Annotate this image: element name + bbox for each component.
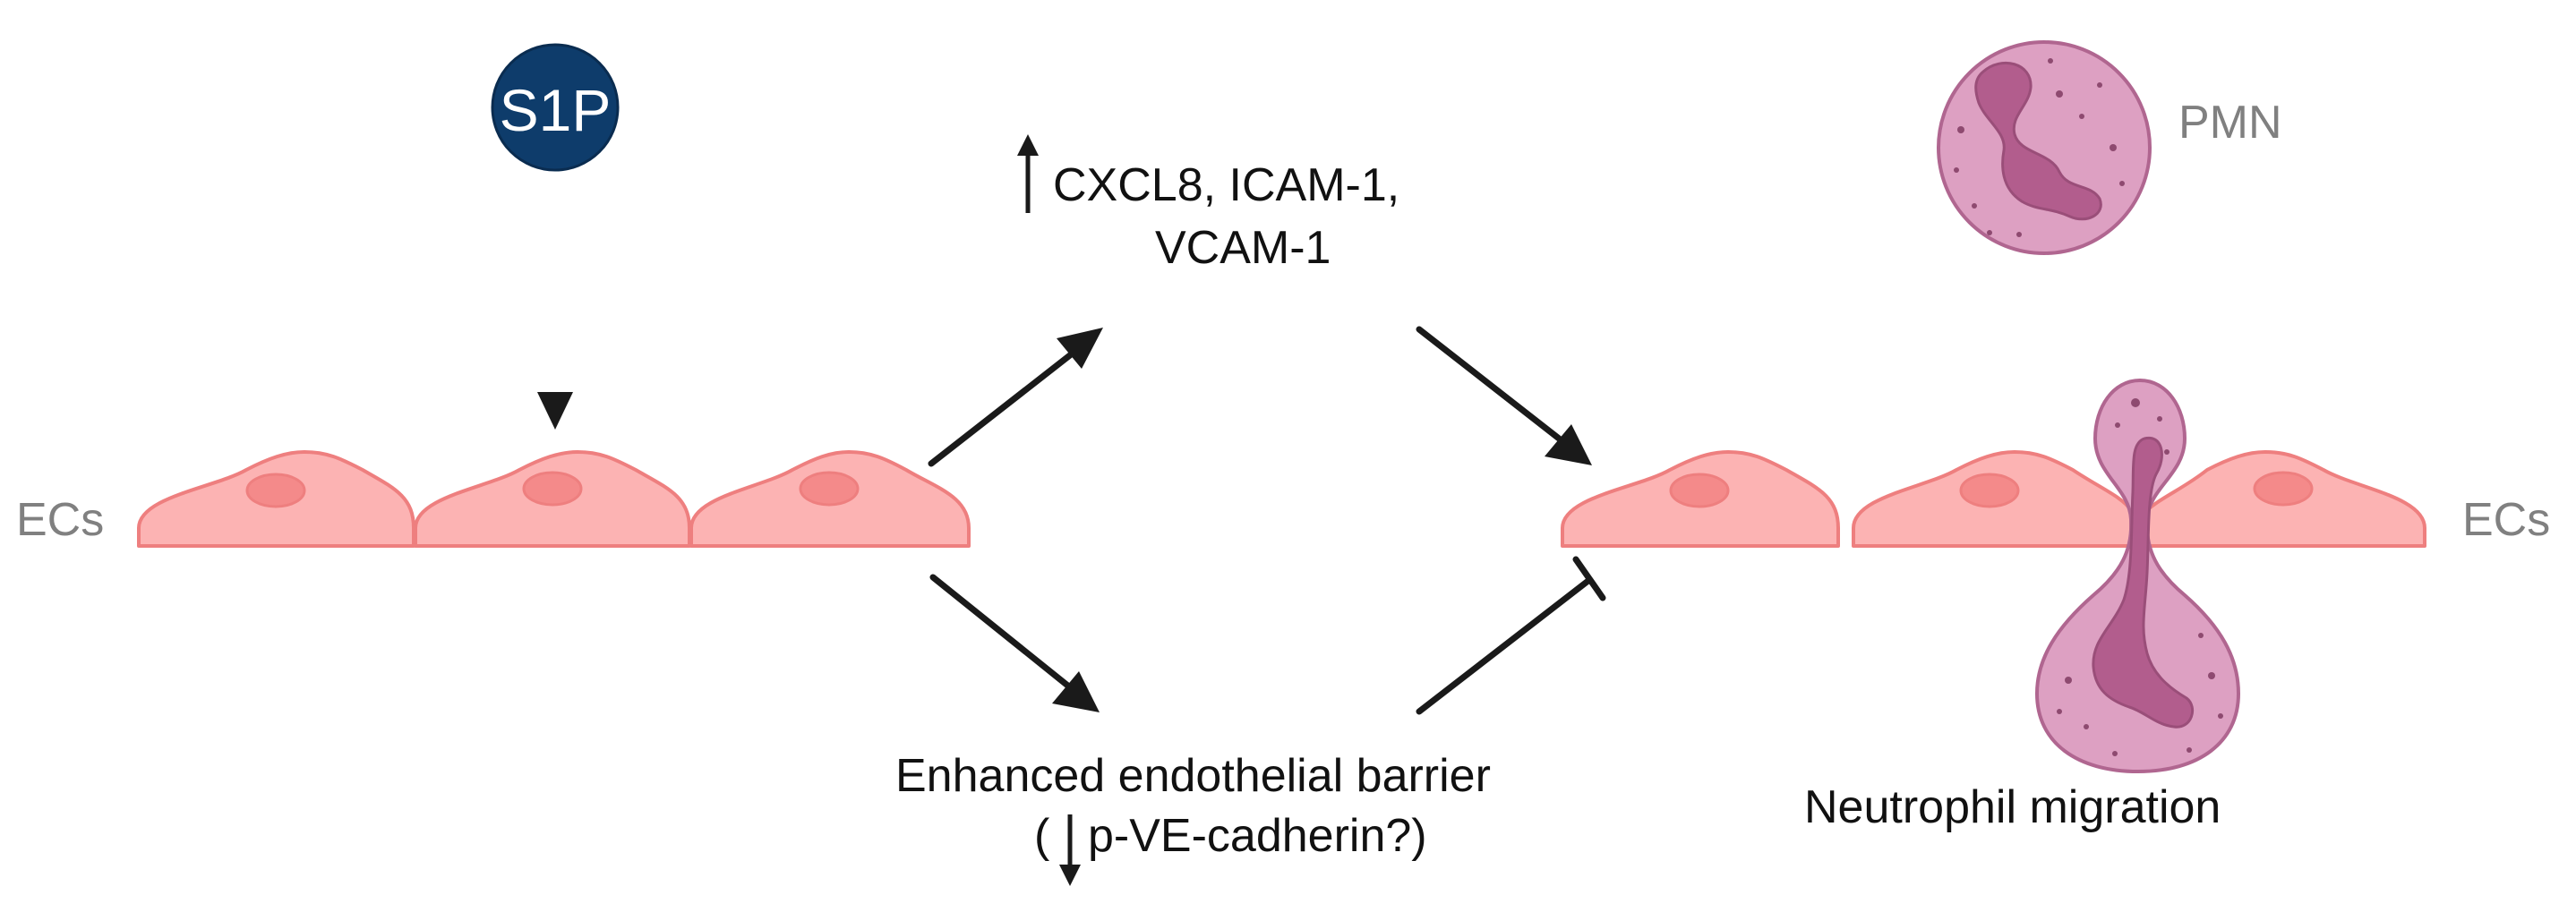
cell-nucleus <box>522 471 583 507</box>
up-arrow-icon <box>1017 134 1039 213</box>
barrier-label-line1: Enhanced endothelial barrier <box>895 750 1491 802</box>
pmn-nucleus <box>1974 61 2102 221</box>
upregulated-markers-line2: VCAM-1 <box>1155 222 1331 274</box>
cell-nucleus <box>245 473 306 508</box>
pmn-label: PMN <box>2178 97 2282 149</box>
pmn-granules <box>1954 58 2125 237</box>
s1p-label: S1P <box>499 77 612 143</box>
cell-nucleus <box>1669 473 1730 508</box>
right-endothelial-cells <box>1561 450 2426 548</box>
ecs-left-label: ECs <box>16 494 105 546</box>
migrating-neutrophil-nucleus <box>2092 436 2195 729</box>
barrier-label-line2: p-VE-cadherin?) <box>1088 810 1427 862</box>
cell-nucleus <box>1959 473 2020 508</box>
cell-nucleus <box>799 471 860 507</box>
pmn-body <box>1937 40 2152 255</box>
cell-nucleus <box>2253 471 2314 507</box>
down-arrow-icon <box>1059 814 1081 886</box>
upregulated-markers-line1: CXCL8, ICAM-1, <box>1053 159 1400 211</box>
s1p-circle <box>491 43 620 172</box>
barrier-paren-open: ( <box>1034 810 1050 862</box>
s1p-arrow <box>537 219 573 430</box>
arrow-to-upregulation <box>928 328 1103 467</box>
granules <box>2057 398 2223 756</box>
pmn-neutrophil <box>1937 40 2152 255</box>
migrating-neutrophil <box>2035 379 2240 773</box>
left-endothelial-cells <box>137 450 971 548</box>
inhibition-bar-icon <box>1416 556 1606 715</box>
neutrophil-migration-label: Neutrophil migration <box>1804 781 2221 833</box>
arrow-to-barrier <box>929 574 1100 712</box>
arrow-to-right-cells <box>1416 326 1592 465</box>
ecs-right-label: ECs <box>2462 494 2551 546</box>
